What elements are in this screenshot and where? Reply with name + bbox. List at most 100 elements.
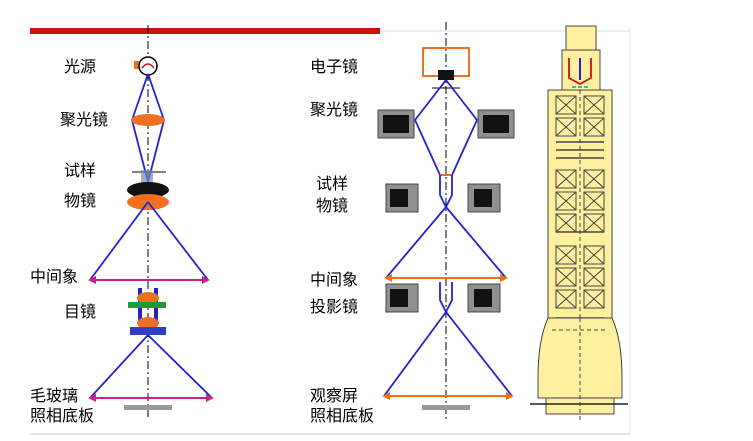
column-coil-box-7 xyxy=(583,191,605,211)
label-optical-intermediate: 中间象 xyxy=(30,267,79,286)
label-electron-intermediate: 中间象 xyxy=(310,270,359,289)
e-ray-1r xyxy=(445,79,478,121)
column-filament-icon xyxy=(568,58,592,86)
condenser-lens-icon xyxy=(131,114,165,126)
eyepiece-lens-top-icon xyxy=(137,292,159,304)
microscope-column xyxy=(530,25,628,420)
label-electron-specimen: 试样 xyxy=(316,174,349,193)
column-coil-box-5 xyxy=(583,169,605,189)
column-coil-cross-0 xyxy=(555,95,577,115)
specimen-icon xyxy=(141,170,153,184)
label-eyepiece: 目镜 xyxy=(64,302,97,321)
label-optical-condenser: 聚光镜 xyxy=(60,110,109,129)
column-coil-cross-4 xyxy=(555,169,577,189)
column-coil-box-10 xyxy=(555,245,577,265)
e-ray-4r xyxy=(445,206,507,279)
projector-coil-right-core xyxy=(474,289,492,307)
objective-coil-left-core xyxy=(390,189,408,207)
condenser-coil-right-core xyxy=(483,115,509,133)
ray-left-upper xyxy=(131,73,149,183)
top-red-bar xyxy=(30,28,380,34)
label-optical-specimen: 试样 xyxy=(64,161,97,180)
column-coil-box-3 xyxy=(583,117,605,137)
e-ray-5l xyxy=(439,282,447,313)
ground-glass-arrow-right-icon xyxy=(206,394,214,402)
label-electron-gun: 电子镜 xyxy=(310,57,359,76)
lamp-filament-icon xyxy=(141,63,155,69)
ray-obj-left xyxy=(89,201,149,281)
label-screen: 观察屏 xyxy=(310,386,359,405)
ray-obj-right xyxy=(147,201,209,281)
column-coil-cross-1 xyxy=(583,95,605,115)
lamp-icon xyxy=(138,56,158,76)
e-ray-3r xyxy=(445,175,453,208)
column-coil-cross-3 xyxy=(583,117,605,137)
electron-microscope xyxy=(377,22,515,420)
column-coil-box-2 xyxy=(555,117,577,137)
column-gun-cap xyxy=(565,25,597,53)
ray-eye-right xyxy=(147,334,213,399)
e-ray-6r xyxy=(445,311,513,397)
eyepiece-green-plate-icon xyxy=(128,302,166,308)
screen-arrow-left-icon xyxy=(382,392,390,400)
label-optical-photo-plate: 照相底板 xyxy=(30,406,95,425)
column-coil-cross-12 xyxy=(555,267,577,287)
ground-glass-arrow-left-icon xyxy=(88,394,96,402)
column-coil-box-13 xyxy=(583,267,605,287)
projector-coil-left-core xyxy=(390,289,408,307)
e-ray-2r xyxy=(451,119,478,176)
column-coil-cross-7 xyxy=(583,191,605,211)
objective-lens-top-icon xyxy=(127,182,169,198)
e-intermediate-arrow-right-icon xyxy=(500,274,508,282)
column-coil-cross-11 xyxy=(583,245,605,265)
e-ray-6l xyxy=(383,311,447,397)
column-coil-box-1 xyxy=(583,95,605,115)
column-coil-cross-6 xyxy=(555,191,577,211)
column-coil-box-14 xyxy=(555,289,577,309)
label-electron-photo-plate: 照相底板 xyxy=(310,406,375,425)
photo-plate-icon xyxy=(124,405,172,410)
e-ray-2l xyxy=(414,119,441,176)
eyepiece-lens-bottom-icon xyxy=(137,317,159,329)
column-coil-box-4 xyxy=(555,169,577,189)
label-optical-objective: 物镜 xyxy=(64,191,97,210)
objective-coil-right-core xyxy=(474,189,492,207)
condenser-coil-left-core xyxy=(383,115,409,133)
lamp-holder-icon xyxy=(134,61,140,69)
ray-right-upper xyxy=(147,73,165,183)
column-coil-cross-10 xyxy=(555,245,577,265)
label-electron-objective: 物镜 xyxy=(316,196,349,215)
electron-gun-emitter-icon xyxy=(438,70,454,80)
column-coil-box-15 xyxy=(583,289,605,309)
column-coil-cross-9 xyxy=(583,213,605,233)
column-viewing-chamber xyxy=(537,317,623,399)
intermediate-arrow-left-icon xyxy=(88,276,96,284)
screen-arrow-right-icon xyxy=(506,392,514,400)
column-coil-cross-15 xyxy=(583,289,605,309)
label-light-source: 光源 xyxy=(64,57,97,76)
e-intermediate-arrow-left-icon xyxy=(384,274,392,282)
e-photo-plate-icon xyxy=(422,405,470,410)
column-coil-box-11 xyxy=(583,245,605,265)
column-coil-box-0 xyxy=(555,95,577,115)
e-ray-5r xyxy=(445,282,453,313)
e-ray-1l xyxy=(414,79,447,121)
optical-microscope xyxy=(88,25,214,420)
column-coil-cross-2 xyxy=(555,117,577,137)
e-ray-3l xyxy=(439,175,447,208)
ray-eye-left xyxy=(89,334,149,399)
column-coil-cross-13 xyxy=(583,267,605,287)
column-coil-box-12 xyxy=(555,267,577,287)
e-ray-4l xyxy=(385,206,447,279)
column-coil-box-6 xyxy=(555,191,577,211)
label-projector: 投影镜 xyxy=(310,297,359,316)
label-electron-condenser: 聚光镜 xyxy=(310,100,359,119)
intermediate-arrow-right-icon xyxy=(202,276,210,284)
eyepiece-blue-plate-icon xyxy=(130,327,166,335)
column-coil-cross-8 xyxy=(555,213,577,233)
label-ground-glass: 毛玻璃 xyxy=(30,386,79,405)
column-coil-cross-5 xyxy=(583,169,605,189)
column-coil-cross-14 xyxy=(555,289,577,309)
